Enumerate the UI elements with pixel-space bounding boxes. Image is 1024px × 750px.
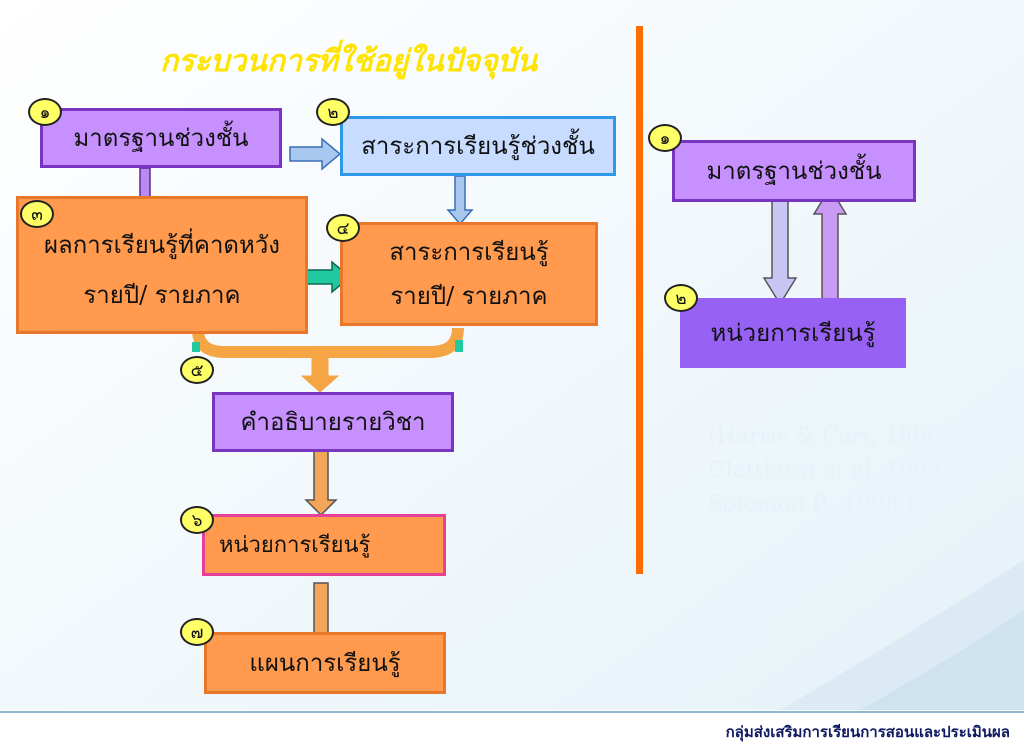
page-title: กระบวนการที่ใช้อยู่ในปัจจุบัน — [160, 44, 538, 79]
right-box-learning-unit-label: หน่วยการเรียนรู้ — [710, 319, 876, 347]
citation-line: Glatthorn et al. 1998, — [708, 458, 949, 484]
box-learning-content-line1: สาระการเรียนรู้ — [389, 238, 549, 266]
step-number-3: ๓ — [20, 200, 54, 228]
right-box-standards: มาตรฐานช่วงชั้น — [672, 140, 916, 202]
right-step-number-1: ๑ — [648, 124, 682, 152]
box-standards-label: มาตรฐานช่วงชั้น — [73, 124, 249, 152]
box-course-description-label: คำอธิบายรายวิชา — [240, 408, 426, 436]
arrow-5-to-6 — [304, 450, 338, 517]
box-learning-unit-label: หน่วยการเรียนรู้ — [219, 532, 371, 558]
arrow-right-down — [762, 193, 798, 306]
citation-line: (Harris & Carr, 1996; — [708, 424, 948, 449]
right-box-learning-unit: หน่วยการเรียนรู้ — [680, 298, 906, 368]
step-number-4: ๔ — [326, 214, 360, 242]
box-lesson-plan: แผนการเรียนรู้ — [204, 632, 446, 694]
step-number-6: ๖ — [180, 506, 214, 534]
footer-text: กลุ่มส่งเสริมการเรียนการสอนและประเมินผล — [725, 723, 1010, 741]
citation-line: Solomon P., 1998 ) — [708, 492, 915, 518]
box-lesson-plan-label: แผนการเรียนรู้ — [249, 649, 401, 677]
box-expected-outcomes-line1: ผลการเรียนรู้ที่คาดหวัง — [43, 231, 281, 259]
box-standards: มาตรฐานช่วงชั้น — [40, 108, 282, 168]
right-step-number-2: ๒ — [664, 284, 698, 312]
step-number-7: ๗ — [180, 618, 214, 646]
box-learning-content: สาระการเรียนรู้ รายปี/ รายภาค — [340, 222, 598, 326]
arrow-1-to-2 — [289, 137, 342, 171]
box-expected-outcomes-line2: รายปี/ รายภาค — [83, 281, 241, 309]
box-strand-content: สาระการเรียนรู้ช่วงชั้น — [340, 116, 616, 176]
citation: (Harris & Carr, 1996; Glatthorn et al. 1… — [708, 420, 1024, 522]
arrow-merge-to-5 — [300, 351, 340, 393]
right-box-standards-label: มาตรฐานช่วงชั้น — [706, 157, 882, 185]
box-strand-content-label: สาระการเรียนรู้ช่วงชั้น — [361, 132, 595, 160]
box-expected-outcomes: ผลการเรียนรู้ที่คาดหวัง รายปี/ รายภาค — [16, 196, 308, 334]
arrow-2-to-4 — [446, 175, 474, 226]
step-number-1: ๑ — [28, 98, 62, 126]
arrow-right-up — [812, 186, 848, 305]
box-learning-content-line2: รายปี/ รายภาค — [390, 282, 548, 310]
box-course-description: คำอธิบายรายวิชา — [212, 392, 454, 452]
box-learning-unit: หน่วยการเรียนรู้ — [202, 514, 446, 576]
step-number-2: ๒ — [316, 98, 350, 126]
divider-line — [636, 26, 643, 574]
step-number-5: ๕ — [180, 356, 214, 384]
